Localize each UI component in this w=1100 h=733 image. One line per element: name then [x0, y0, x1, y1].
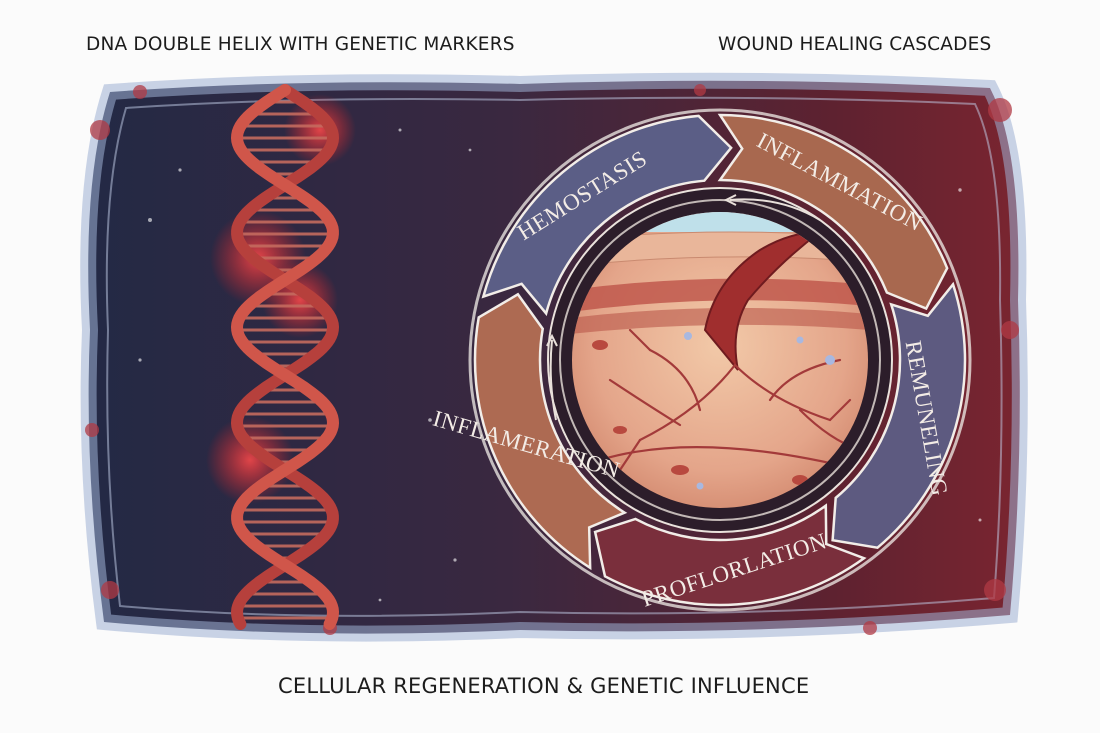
immune-cells — [684, 332, 835, 490]
cell-membrane-border — [80, 72, 1028, 642]
membrane-vesicles — [85, 84, 1019, 635]
dna-helix-caption: DNA DOUBLE HELIX WITH GENETIC MARKERS — [86, 34, 515, 55]
stage-segment-inflammation — [717, 113, 949, 311]
figure-title: CELLULAR REGENERATION & GENETIC INFLUENC… — [278, 674, 810, 698]
cycle-arrow-left — [549, 339, 557, 421]
blood-cells — [592, 340, 808, 485]
background-particles — [138, 128, 982, 602]
stage-segment-proflorlation — [593, 503, 867, 607]
stage-segment-inflameration — [473, 292, 628, 571]
cycle-arrow-top — [729, 198, 821, 221]
stage-segment-remuneling — [831, 281, 967, 550]
skin-tissue-cross-section — [572, 212, 868, 508]
wound-healing-caption: WOUND HEALING CASCADES — [718, 34, 992, 55]
dna-double-helix — [206, 84, 356, 630]
stage-segment-hemostasis — [481, 114, 733, 317]
